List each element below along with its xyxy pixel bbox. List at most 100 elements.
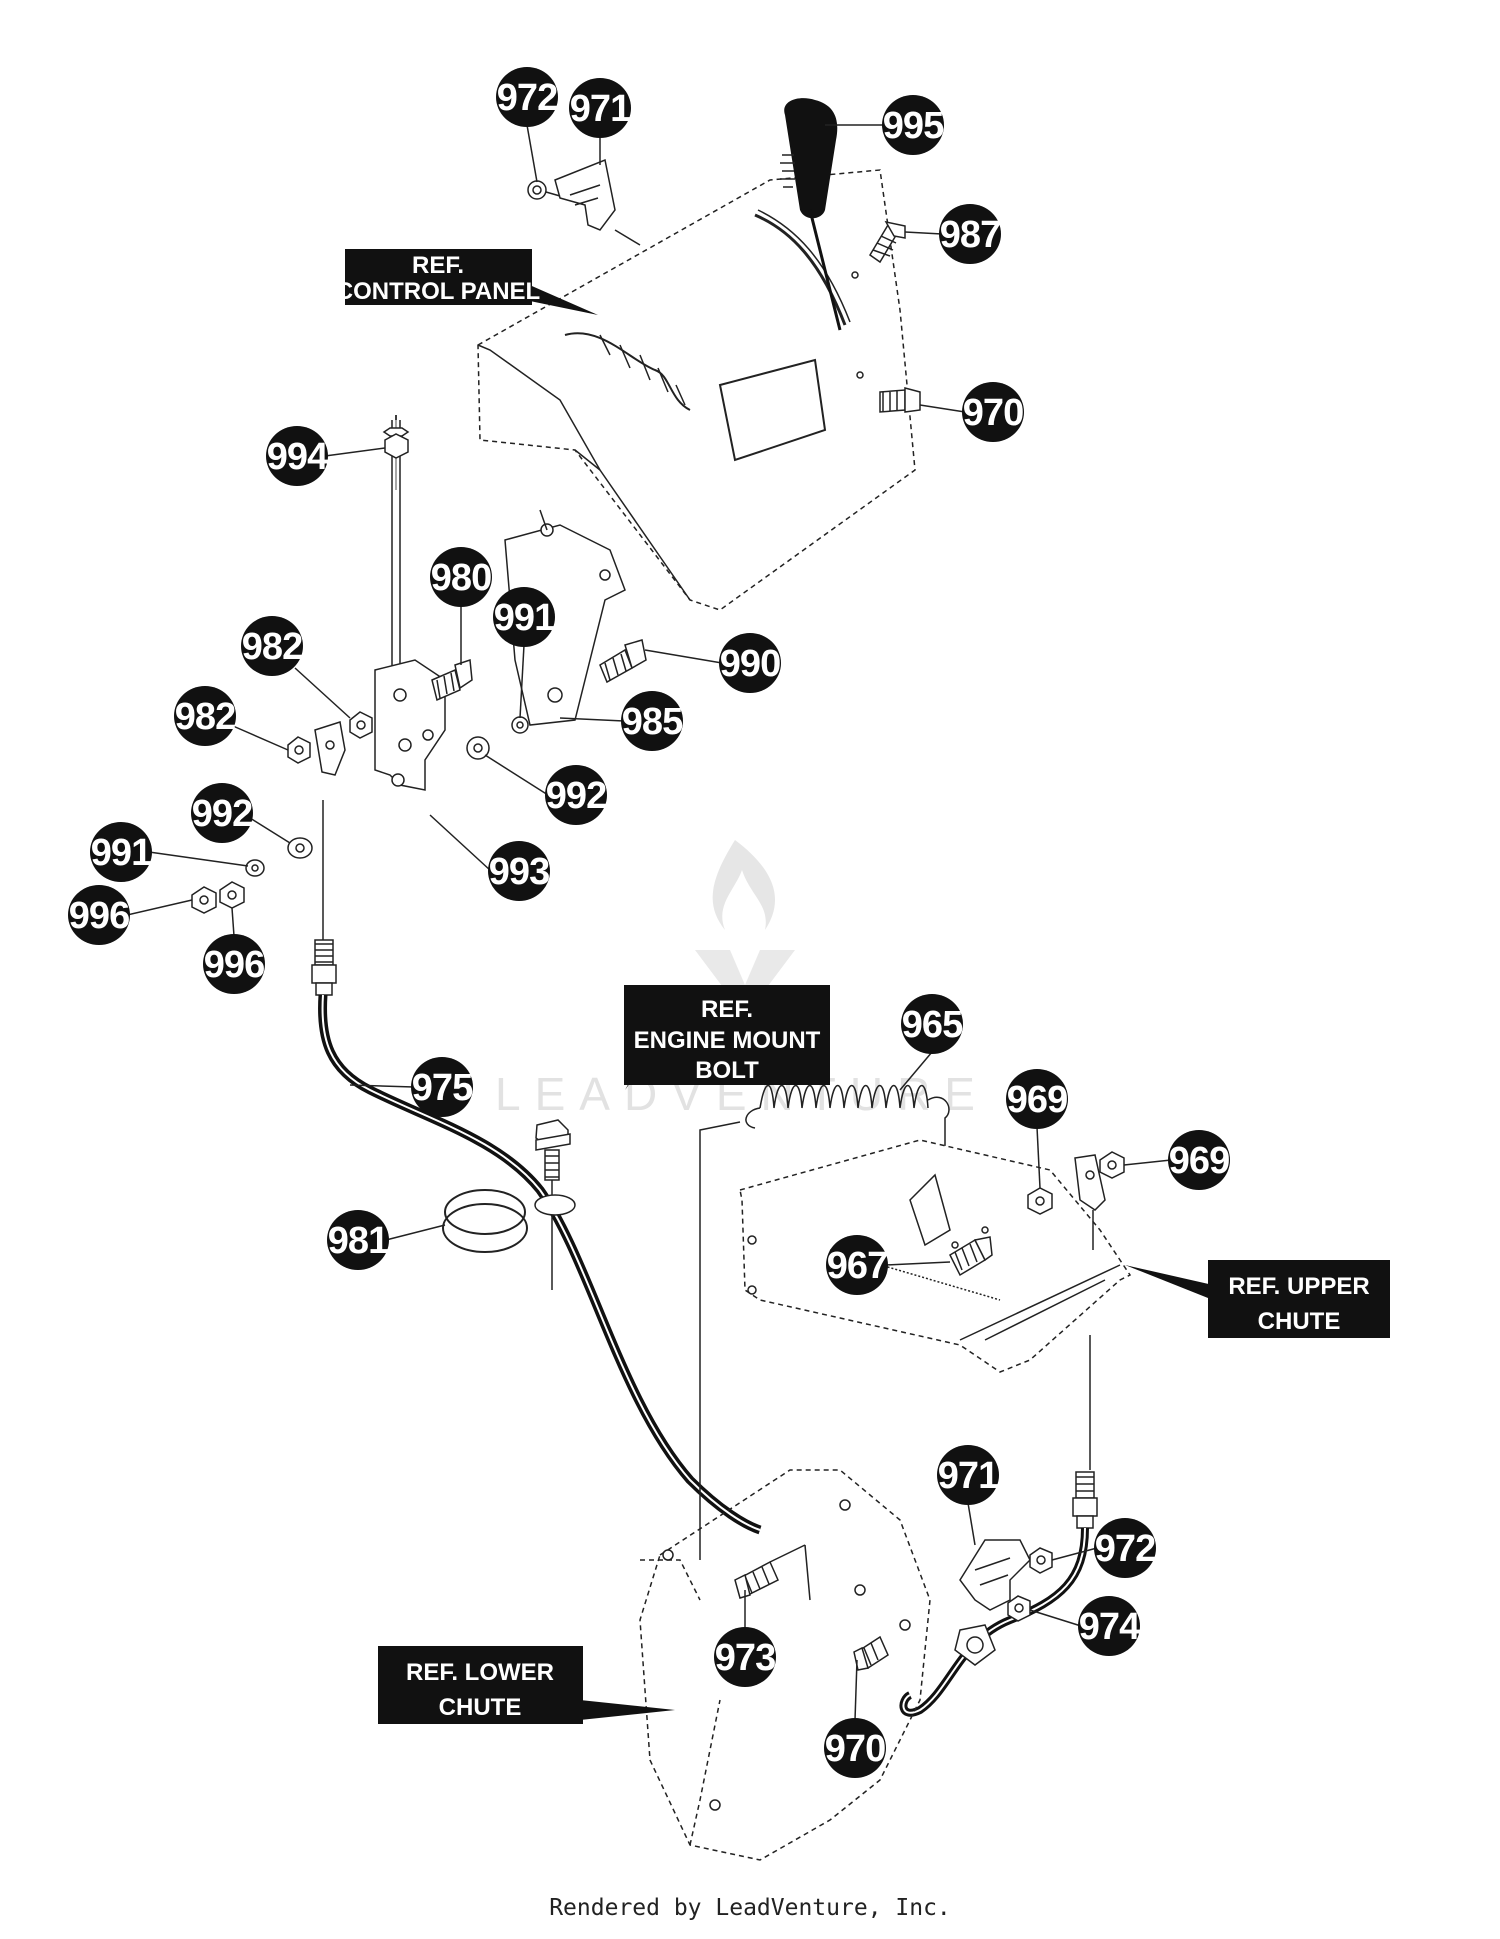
- top-clip: [527, 158, 641, 246]
- callout-bubble: [901, 994, 963, 1054]
- callout-bubble: [496, 67, 558, 127]
- part-callout-991[interactable]: 991: [493, 587, 556, 647]
- callout-number: 980: [431, 557, 491, 599]
- callout-number: 965: [902, 1004, 963, 1046]
- part-callout-973[interactable]: 973: [714, 1627, 776, 1687]
- ref-control-panel-line2: CONTROL PANEL: [336, 278, 540, 305]
- part-callout-970[interactable]: 970: [824, 1718, 886, 1778]
- callout-number: 987: [940, 214, 1000, 256]
- callout-bubble: [191, 783, 253, 843]
- part-callout-993[interactable]: 993: [488, 841, 550, 901]
- ref-lower-chute-line2: CHUTE: [439, 1694, 522, 1721]
- v-logo-icon: [695, 950, 795, 1010]
- callout-number: 971: [570, 88, 631, 130]
- callout-bubble: [826, 1235, 888, 1295]
- part-callout-971[interactable]: 971: [937, 1445, 1000, 1505]
- ref-box-engine-mount: REF. ENGINE MOUNT BOLT: [624, 985, 830, 1085]
- control-panel-plate: [718, 358, 827, 462]
- bolts-upper: [851, 220, 921, 413]
- callout-number: 990: [720, 643, 780, 685]
- callout-number: 970: [825, 1728, 885, 1770]
- ref-engine-mount-line3: BOLT: [695, 1057, 759, 1084]
- part-callout-981[interactable]: 981: [327, 1210, 390, 1270]
- callout-number: 971: [938, 1455, 999, 1497]
- callout-number: 969: [1007, 1079, 1067, 1121]
- callout-number: 967: [827, 1245, 887, 1287]
- callout-bubble: [1094, 1518, 1156, 1578]
- part-callout-982[interactable]: 982: [241, 616, 303, 676]
- callout-number: 992: [546, 775, 606, 817]
- callout-number: 995: [883, 105, 944, 147]
- shift-knob: [780, 98, 842, 331]
- upper-chute: [739, 1139, 1132, 1470]
- callout-bubble: [430, 547, 492, 607]
- part-callout-975[interactable]: 975: [411, 1057, 474, 1117]
- cable-end-upper: [311, 800, 337, 996]
- lower-clip: [954, 1539, 1053, 1666]
- part-callout-972[interactable]: 972: [1094, 1518, 1156, 1578]
- callout-bubble: [1006, 1069, 1068, 1129]
- callout-bubble: [266, 426, 328, 486]
- ref-box-control-panel: REF. CONTROL PANEL: [336, 249, 540, 305]
- part-callout-970[interactable]: 970: [962, 382, 1024, 442]
- callout-bubble: [714, 1627, 776, 1687]
- callout-bubble: [824, 1718, 886, 1778]
- part-callout-990[interactable]: 990: [719, 633, 781, 693]
- callout-number: 973: [715, 1637, 775, 1679]
- part-callout-996[interactable]: 996: [203, 934, 265, 994]
- callout-bubble: [493, 587, 555, 647]
- callout-bubble: [1168, 1130, 1230, 1190]
- callout-number: 991: [494, 597, 555, 639]
- callout-number: 994: [267, 436, 328, 478]
- callout-bubble: [939, 204, 1001, 264]
- ref-control-panel-line1: REF.: [412, 252, 464, 279]
- callout-number: 981: [328, 1220, 389, 1262]
- part-callout-969[interactable]: 969: [1006, 1069, 1068, 1129]
- leader-lines: [126, 124, 1172, 1721]
- part-callout-996[interactable]: 996: [68, 885, 130, 945]
- callout-number: 996: [69, 895, 129, 937]
- callout-bubble: [411, 1057, 473, 1117]
- cable-end-lower: [1072, 1471, 1098, 1529]
- callout-bubble: [203, 934, 265, 994]
- ref-upper-chute-line1: REF. UPPER: [1228, 1273, 1369, 1300]
- part-callout-982[interactable]: 982: [174, 686, 236, 746]
- ref-engine-mount-line1: REF.: [701, 996, 753, 1023]
- pivot-bracket: [504, 509, 647, 726]
- part-callout-980[interactable]: 980: [430, 547, 492, 607]
- part-callout-971[interactable]: 971: [569, 78, 632, 138]
- part-callout-995[interactable]: 995: [882, 95, 945, 155]
- callout-number: 991: [91, 832, 152, 874]
- callout-number: 985: [622, 701, 683, 743]
- ref-box-lower-chute: REF. LOWER CHUTE: [378, 1646, 583, 1724]
- part-callout-974[interactable]: 974: [1078, 1596, 1141, 1656]
- footer-credit: Rendered by LeadVenture, Inc.: [549, 1895, 951, 1921]
- part-callout-992[interactable]: 992: [191, 783, 253, 843]
- part-callout-991[interactable]: 991: [90, 822, 153, 882]
- cable-ring: [442, 1189, 528, 1253]
- callout-bubble: [68, 885, 130, 945]
- lower-chute: [639, 1469, 931, 1861]
- part-callout-985[interactable]: 985: [621, 691, 684, 751]
- lower-chute-holes: [662, 1499, 911, 1811]
- ref-box-upper-chute: REF. UPPER CHUTE: [1208, 1260, 1390, 1338]
- part-callout-972[interactable]: 972: [496, 67, 558, 127]
- part-callout-965[interactable]: 965: [901, 994, 964, 1054]
- part-callout-987[interactable]: 987: [939, 204, 1001, 264]
- callout-bubble: [327, 1210, 389, 1270]
- part-callout-969[interactable]: 969: [1168, 1130, 1230, 1190]
- callout-bubble: [621, 691, 683, 751]
- callout-bubble: [545, 765, 607, 825]
- part-callout-994[interactable]: 994: [266, 426, 329, 486]
- callout-number: 970: [963, 392, 1023, 434]
- part-callout-967[interactable]: 967: [826, 1235, 888, 1295]
- callout-number: 972: [1095, 1528, 1155, 1570]
- callout-bubble: [1078, 1596, 1140, 1656]
- callout-number: 982: [175, 696, 235, 738]
- ref-engine-mount-line2: ENGINE MOUNT: [634, 1027, 821, 1054]
- part-callout-992[interactable]: 992: [545, 765, 607, 825]
- washers-and-nuts: [191, 711, 529, 914]
- callout-bubble: [241, 616, 303, 676]
- ref-lower-chute-line1: REF. LOWER: [406, 1659, 554, 1686]
